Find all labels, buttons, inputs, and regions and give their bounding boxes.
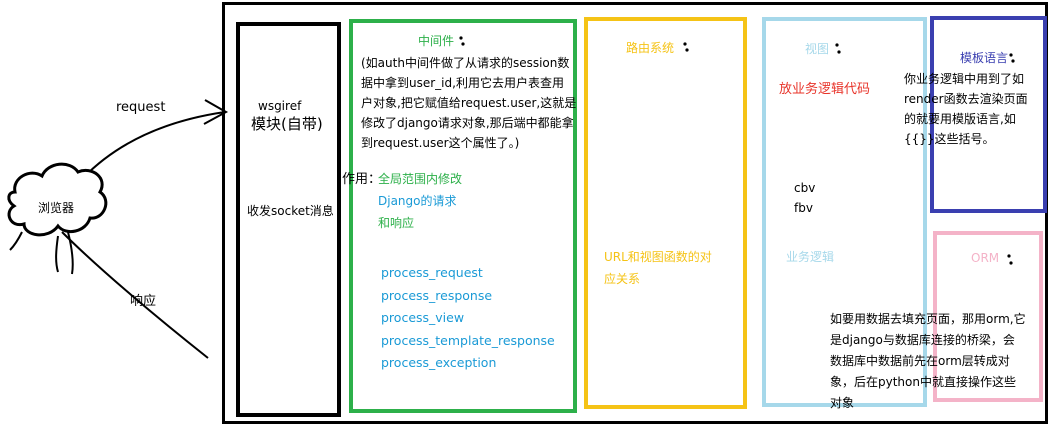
response-line bbox=[61, 231, 209, 359]
template-desc-line: render函数去渲染页面 bbox=[904, 92, 1028, 106]
template-title: 模板语言 bbox=[960, 51, 1009, 65]
middleware-note: (如auth中间件做了从请求的session数 据中拿到user_id,利用它去… bbox=[361, 53, 576, 153]
template-desc-line: {{}}这些括号。 bbox=[904, 132, 995, 146]
template-desc-line: 你业务逻辑中用到了如 bbox=[904, 72, 1025, 86]
middleware-title: 中间件 bbox=[418, 34, 455, 48]
views-cbv: cbv bbox=[794, 181, 816, 195]
wsgiref-name: wsgiref bbox=[258, 99, 302, 113]
routing-title: 路由系统 bbox=[626, 41, 675, 55]
orm-box bbox=[933, 231, 1043, 402]
wsgiref-box bbox=[236, 22, 341, 417]
orm-desc-line: 象，后在python中就直接操作这些 bbox=[830, 375, 1016, 389]
request-arrowhead bbox=[203, 99, 229, 125]
wsgiref-module: 模块(自带) bbox=[251, 115, 323, 133]
routing-desc-line: 应关系 bbox=[604, 272, 641, 286]
orm-desc-line: 数据库中数据前先在orm层转成对 bbox=[830, 354, 1010, 368]
orm-desc: 如要用数据去填充页面，那用orm,它 是django与数据库连接的桥梁，会 数据… bbox=[830, 309, 1026, 414]
response-label: 响应 bbox=[130, 294, 157, 309]
request-label: request bbox=[116, 100, 166, 115]
middleware-effect: 全局范围内修改 Django的请求 和响应 bbox=[378, 168, 462, 234]
middleware-effect-line: Django的请求 bbox=[378, 194, 457, 208]
middleware-effect-line: 全局范围内修改 bbox=[378, 172, 463, 186]
method-item: process_view bbox=[381, 310, 465, 325]
method-item: process_response bbox=[381, 287, 493, 303]
orm-desc-line: 是django与数据库连接的桥梁，会 bbox=[830, 333, 1015, 347]
middleware-note-line: 据中拿到user_id,利用它去用户表查用 bbox=[361, 76, 564, 90]
orm-desc-line: 如要用数据去填充页面，那用orm,它 bbox=[830, 312, 1026, 326]
template-box bbox=[930, 16, 1047, 213]
method-item: process_request bbox=[381, 265, 483, 280]
routing-box bbox=[584, 17, 747, 409]
wsgiref-desc: 收发socket消息 bbox=[247, 204, 334, 218]
middleware-effect-label: 作用： bbox=[342, 172, 382, 187]
middleware-methods: process_request process_response process… bbox=[381, 262, 555, 375]
routing-desc-line: URL和视图函数的对 bbox=[604, 250, 712, 264]
template-desc: 你业务逻辑中用到了如 render函数去渲染页面 的就要用模版语言,如 {{}}… bbox=[904, 69, 1028, 149]
views-subtitle: 放业务逻辑代码 bbox=[779, 82, 871, 97]
outer-frame bbox=[222, 2, 1048, 424]
orm-title: ORM bbox=[971, 251, 1000, 265]
views-logic: 业务逻辑 bbox=[786, 250, 835, 264]
middleware-effect-line: 和响应 bbox=[378, 216, 415, 230]
browser-cloud-icon bbox=[7, 162, 108, 237]
middleware-note-line: (如auth中间件做了从请求的session数 bbox=[361, 56, 570, 70]
middleware-box bbox=[349, 19, 577, 413]
middleware-note-line: 修改了django请求对象,那后端中都能拿 bbox=[361, 116, 574, 130]
template-desc-line: 的就要用模版语言,如 bbox=[904, 112, 1016, 126]
middleware-note-line: 到request.user这个属性了。) bbox=[361, 136, 520, 150]
method-item: process_template_response bbox=[381, 332, 555, 348]
routing-desc: URL和视图函数的对 应关系 bbox=[604, 246, 712, 290]
browser-label: 浏览器 bbox=[38, 201, 75, 215]
views-box bbox=[762, 17, 927, 407]
request-arrow bbox=[82, 111, 226, 179]
views-title: 视图 bbox=[805, 42, 830, 56]
method-item: process_exception bbox=[381, 355, 497, 370]
orm-desc-line: 对象 bbox=[830, 396, 855, 410]
middleware-note-line: 户对象,把它赋值给request.user,这就是 bbox=[361, 96, 577, 110]
views-fbv: fbv bbox=[794, 201, 813, 215]
